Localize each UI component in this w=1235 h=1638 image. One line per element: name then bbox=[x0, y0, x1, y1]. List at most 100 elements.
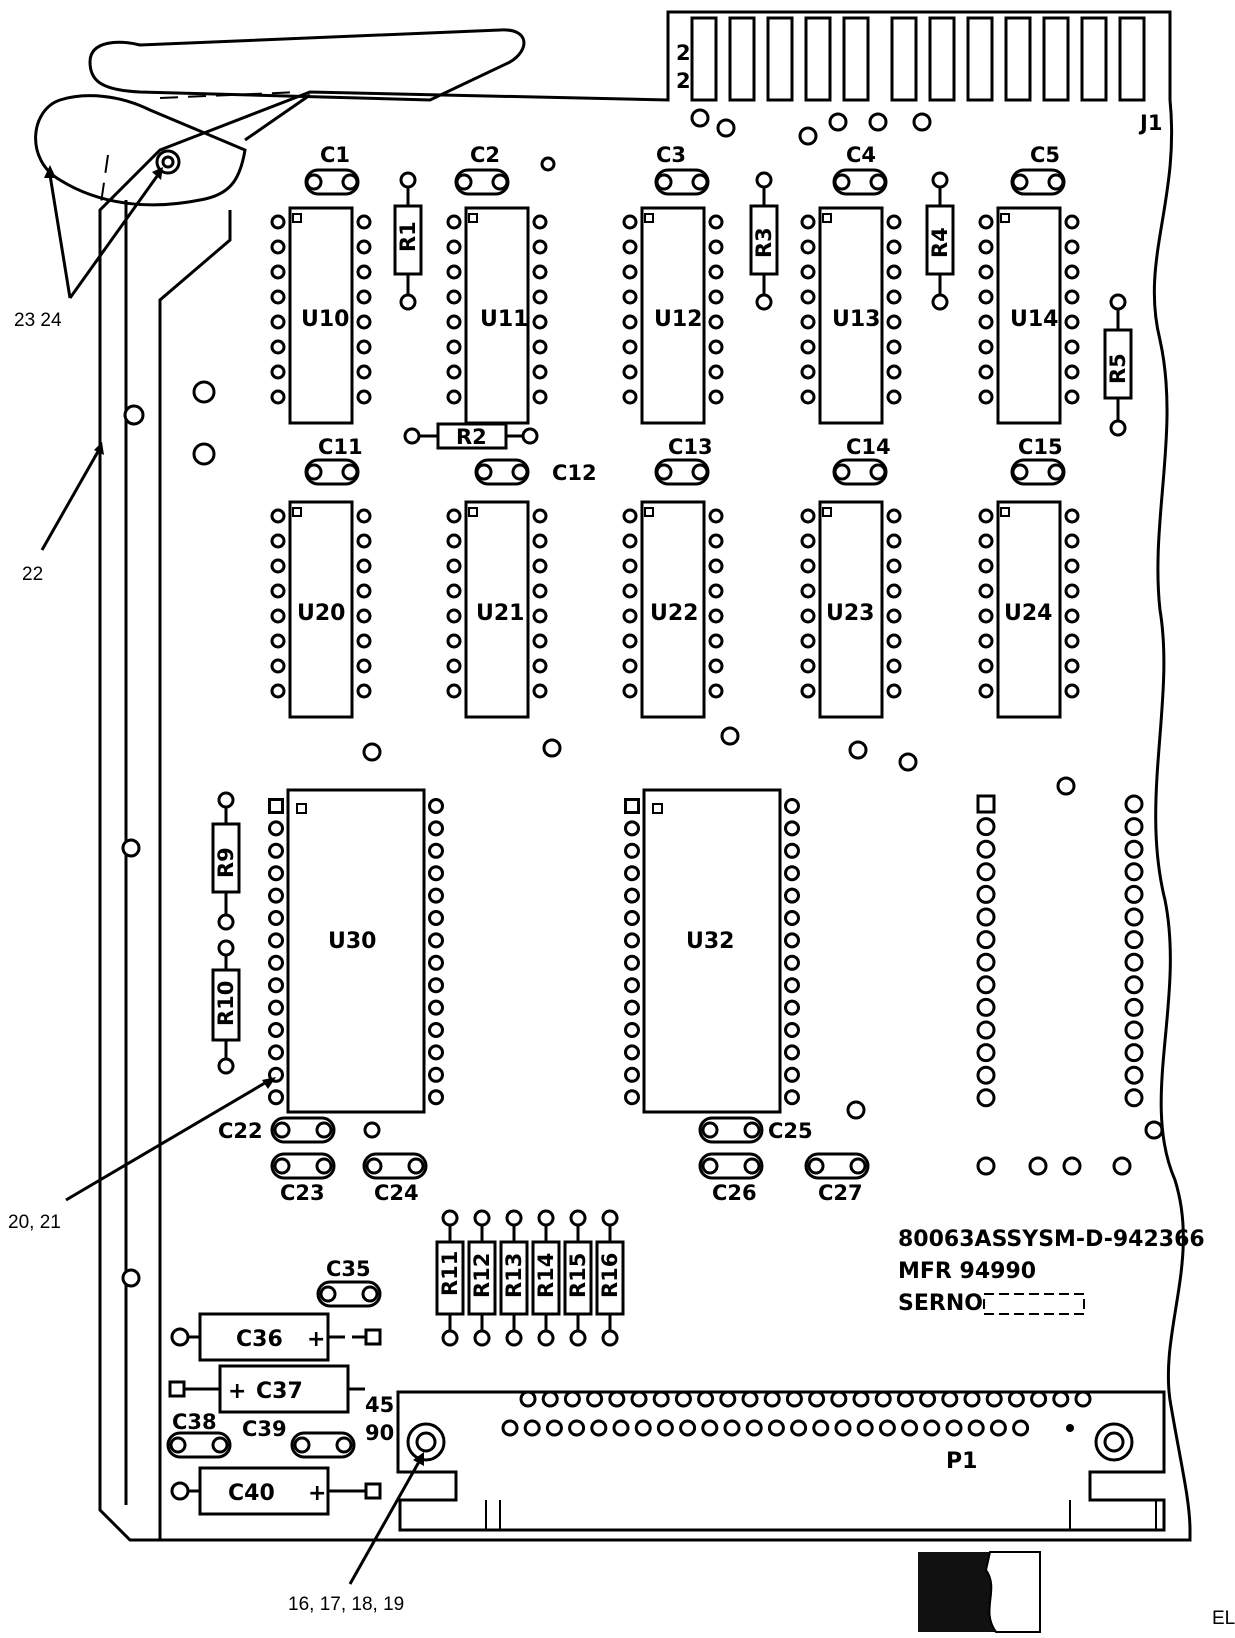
p1-pin-pad bbox=[945, 1419, 963, 1437]
ic-u21: U21 bbox=[446, 500, 548, 719]
p1-pin-pad bbox=[901, 1419, 919, 1437]
ic-u32-pin-pad bbox=[784, 820, 800, 837]
header-pin-pad bbox=[976, 930, 996, 950]
resistor-r12: R12 bbox=[467, 1209, 497, 1347]
capacitor-c4: C4 bbox=[832, 143, 888, 196]
header-pin-pad bbox=[976, 794, 996, 814]
p1-pin-pad bbox=[568, 1419, 586, 1437]
edge-label: EL bbox=[1212, 1608, 1235, 1629]
p1-pin-pad bbox=[523, 1419, 541, 1437]
p1-pin-pad bbox=[856, 1419, 874, 1437]
p1-pin-pad bbox=[545, 1419, 563, 1437]
svg-text:C15: C15 bbox=[1018, 435, 1063, 459]
svg-text:R1: R1 bbox=[396, 221, 420, 252]
p1-pin-45: 45 bbox=[365, 1393, 394, 1417]
svg-text:R4: R4 bbox=[928, 227, 952, 258]
resistor-r1: R1 bbox=[393, 171, 423, 311]
ic-u23: U23 bbox=[800, 500, 902, 719]
header-pin-pad bbox=[976, 1088, 996, 1108]
ic-u32-pin-pad bbox=[784, 977, 800, 994]
svg-text:R16: R16 bbox=[598, 1253, 622, 1298]
ic-u32-pin-pad bbox=[784, 865, 800, 882]
p1-pin-pad bbox=[834, 1419, 852, 1437]
p1-pin-pad bbox=[697, 1390, 715, 1408]
assembly-part-number: 80063ASSYSM-D-942366 bbox=[898, 1227, 1205, 1252]
svg-text:C24: C24 bbox=[374, 1181, 419, 1205]
resistor-r2: R2 bbox=[403, 422, 539, 450]
ic-u32: U32 bbox=[642, 788, 782, 1114]
ic-u10-label: U10 bbox=[301, 307, 349, 332]
svg-text:R5: R5 bbox=[1106, 353, 1130, 384]
resistor-r10: R10 bbox=[211, 939, 241, 1075]
p1-pin-pad bbox=[719, 1390, 737, 1408]
resistor-r4: R4 bbox=[925, 171, 955, 311]
ic-u14-label: U14 bbox=[1010, 307, 1058, 332]
svg-text:+: + bbox=[307, 1327, 325, 1352]
header-pin-pad bbox=[1124, 975, 1144, 995]
ic-u13: U13 bbox=[800, 206, 902, 425]
capacitor-c1: C1 bbox=[304, 143, 360, 196]
ic-u32-pin-pad bbox=[784, 999, 800, 1016]
svg-text:C22: C22 bbox=[218, 1119, 263, 1143]
pin-pads bbox=[159, 300, 1144, 1540]
ic-u32-pin-pad bbox=[784, 1044, 800, 1061]
p1-pin-pad bbox=[674, 1390, 692, 1408]
callout-22: 22 bbox=[22, 564, 43, 585]
svg-text:C11: C11 bbox=[318, 435, 363, 459]
ic-u24: U24 bbox=[978, 500, 1080, 719]
ic-array: U10 U11 U12 U13 bbox=[270, 206, 1080, 1114]
header-pin-pad bbox=[1124, 1020, 1144, 1040]
ic-u32-pin-pad bbox=[624, 842, 640, 859]
ic-u32-pin-pad bbox=[784, 954, 800, 971]
ic-u32-pin-pad bbox=[784, 1066, 800, 1083]
ic-u32-pin-pad bbox=[624, 1022, 640, 1038]
capacitors: C1 C2 C3 C4 C5 C11 C12 C13 C14 C15 C22 C… bbox=[166, 143, 1066, 1516]
p1-pin-pad bbox=[1007, 1390, 1025, 1408]
header-pin-pad bbox=[976, 884, 996, 904]
p1-pin-pad bbox=[989, 1419, 1007, 1437]
resistor-r15: R15 bbox=[563, 1209, 593, 1347]
ic-u30-pin-pad bbox=[268, 1022, 284, 1038]
svg-text:R2: R2 bbox=[456, 425, 487, 449]
svg-text:C35: C35 bbox=[326, 1257, 371, 1281]
svg-text:R14: R14 bbox=[534, 1253, 558, 1298]
capacitor-c12: C12 bbox=[474, 458, 597, 486]
svg-text:C4: C4 bbox=[846, 143, 876, 167]
resistor-r13: R13 bbox=[499, 1209, 529, 1347]
ic-u30-pin-pad bbox=[268, 932, 284, 949]
page-edge-mark: EL bbox=[918, 1551, 1235, 1633]
ic-u21-label: U21 bbox=[476, 601, 524, 626]
header-pin-pad bbox=[976, 975, 996, 995]
capacitor-c15: C15 bbox=[1010, 435, 1066, 486]
capacitor-c35: C35 bbox=[316, 1257, 382, 1308]
capacitor-c2: C2 bbox=[454, 143, 510, 196]
svg-text:C2: C2 bbox=[470, 143, 500, 167]
ic-u10: U10 bbox=[270, 206, 372, 425]
ic-u32-pin-pad bbox=[624, 1066, 640, 1083]
p1-pin-pad bbox=[745, 1419, 763, 1437]
ic-u32-pin-pad bbox=[784, 887, 800, 904]
p1-pin-pad bbox=[586, 1390, 604, 1408]
ic-u30-pin-pad bbox=[268, 1089, 284, 1106]
capacitor-c38: C38 bbox=[166, 1410, 232, 1459]
ic-u30-pin-pad bbox=[428, 999, 444, 1016]
p1-pin-90: 90 bbox=[365, 1421, 394, 1445]
capacitor-c5: C5 bbox=[1010, 143, 1066, 196]
capacitor-c13: C13 bbox=[654, 435, 713, 486]
board-outline bbox=[98, 10, 1192, 1542]
ic-u30-pin-pad bbox=[428, 1066, 444, 1083]
p1-pin-pad bbox=[630, 1390, 648, 1408]
ic-u12-label: U12 bbox=[654, 307, 702, 332]
ic-u30-pin-pad bbox=[428, 1022, 444, 1038]
header-pin-pad bbox=[1124, 997, 1144, 1017]
header-pin-pad bbox=[976, 952, 996, 972]
callouts: 23 24 22 20, 21 16, 17, 18, 19 bbox=[8, 165, 424, 1615]
svg-text:R12: R12 bbox=[470, 1253, 494, 1298]
ic-u30: U30 bbox=[286, 788, 426, 1114]
capacitor-c22: C22 bbox=[218, 1116, 336, 1144]
header-pin-pad bbox=[976, 1043, 996, 1063]
p1-pin-pad bbox=[590, 1419, 608, 1437]
p1-pin-pad bbox=[519, 1390, 537, 1408]
mounting-holes bbox=[121, 156, 1164, 1288]
